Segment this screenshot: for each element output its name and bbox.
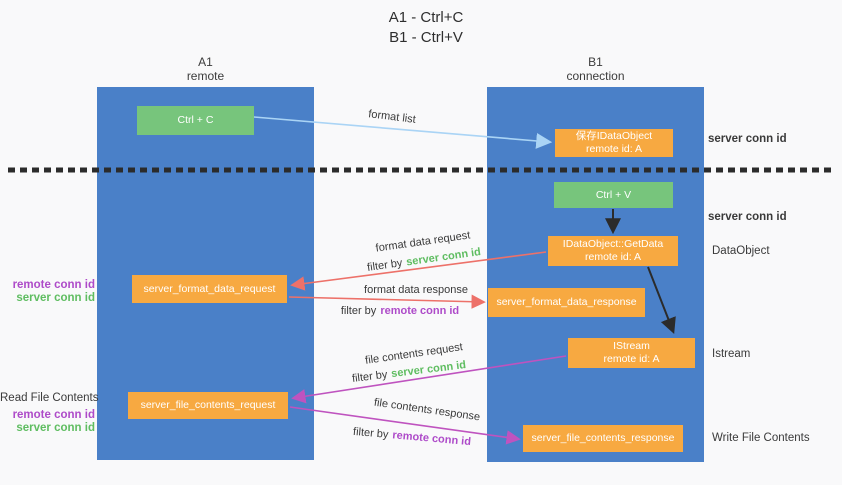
node-server-format-data-response: server_format_data_response bbox=[488, 288, 645, 317]
annotation-server-conn-id-left-2: server conn id bbox=[16, 422, 95, 434]
lifeline-a1-subtitle: remote bbox=[186, 69, 225, 83]
arrow-format-data-response bbox=[288, 294, 486, 309]
title-line-2: B1 - Ctrl+V bbox=[389, 29, 463, 46]
label-format-list: format list bbox=[367, 108, 417, 126]
filter-by-text: filter by bbox=[351, 368, 389, 385]
filter-by-text: filter by bbox=[340, 305, 377, 317]
node-server-file-contents-request-label: server_file_contents_request bbox=[140, 399, 276, 411]
annotation-write-file-contents: Write File Contents bbox=[712, 432, 810, 444]
node-idataobject-getdata: IDataObject::GetData remote id: A bbox=[548, 236, 678, 266]
node-server-file-contents-request: server_file_contents_request bbox=[128, 392, 288, 419]
node-server-format-data-request-label: server_format_data_request bbox=[143, 282, 276, 295]
lifeline-a1-name: A1 bbox=[198, 55, 213, 69]
node-idataobject-getdata-line1: IDataObject::GetData bbox=[562, 238, 664, 250]
filter-by-text: filter by bbox=[352, 425, 389, 441]
title-line-1: A1 - Ctrl+C bbox=[388, 9, 464, 26]
node-istream-line1: IStream bbox=[613, 340, 650, 352]
annotation-dataobject: DataObject bbox=[712, 245, 770, 257]
annotation-server-conn-id-left-1: server conn id bbox=[16, 292, 95, 304]
node-server-format-data-response-label: server_format_data_response bbox=[496, 296, 637, 308]
annotation-remote-conn-id-2: remote conn id bbox=[12, 409, 95, 421]
annotation-read-file-contents: Read File Contents bbox=[0, 392, 99, 404]
annotation-server-conn-id-1: server conn id bbox=[708, 133, 787, 145]
node-server-file-contents-response: server_file_contents_response bbox=[523, 425, 683, 452]
server-conn-id-text: server conn id bbox=[405, 246, 482, 269]
label-format-data-response: format data response bbox=[364, 284, 468, 296]
node-istream-line2: remote id: A bbox=[603, 353, 660, 365]
node-save-idataobject-line2: remote id: A bbox=[585, 143, 643, 155]
node-ctrl-c: Ctrl + C bbox=[137, 106, 254, 135]
server-conn-id-text: server conn id bbox=[390, 359, 467, 381]
node-save-idataobject: 保存IDataObject remote id: A bbox=[555, 129, 673, 157]
remote-conn-id-text: remote conn id bbox=[380, 305, 460, 317]
annotation-remote-conn-id-1: remote conn id bbox=[12, 279, 95, 291]
node-istream: IStream remote id: A bbox=[568, 338, 695, 368]
diagram-title: A1 - Ctrl+C B1 - Ctrl+V bbox=[321, 8, 531, 48]
lifeline-b1-name: B1 bbox=[588, 55, 603, 69]
node-server-format-data-request: server_format_data_request bbox=[132, 275, 287, 303]
annotation-conn-ids-left-2: remote conn id server conn id bbox=[0, 409, 95, 435]
label-file-contents-response: file contents response bbox=[373, 396, 481, 424]
node-save-idataobject-line1: 保存IDataObject bbox=[575, 130, 653, 142]
lifeline-header-b1: B1 connection bbox=[487, 55, 704, 83]
node-idataobject-getdata-line2: remote id: A bbox=[584, 251, 642, 263]
remote-conn-id-text: remote conn id bbox=[391, 429, 472, 449]
node-ctrl-v-label: Ctrl + V bbox=[595, 188, 632, 201]
annotation-istream: Istream bbox=[712, 348, 751, 360]
lifeline-b1-subtitle: connection bbox=[566, 69, 625, 83]
node-server-file-contents-response-label: server_file_contents_response bbox=[531, 432, 675, 444]
lifeline-header-a1: A1 remote bbox=[97, 55, 314, 83]
annotation-server-conn-id-2: server conn id bbox=[708, 211, 787, 223]
node-ctrl-c-label: Ctrl + C bbox=[177, 114, 214, 126]
filter-by-text: filter by bbox=[366, 257, 404, 274]
annotation-conn-ids-left-1: remote conn id server conn id bbox=[0, 279, 95, 305]
node-ctrl-v: Ctrl + V bbox=[554, 182, 673, 208]
